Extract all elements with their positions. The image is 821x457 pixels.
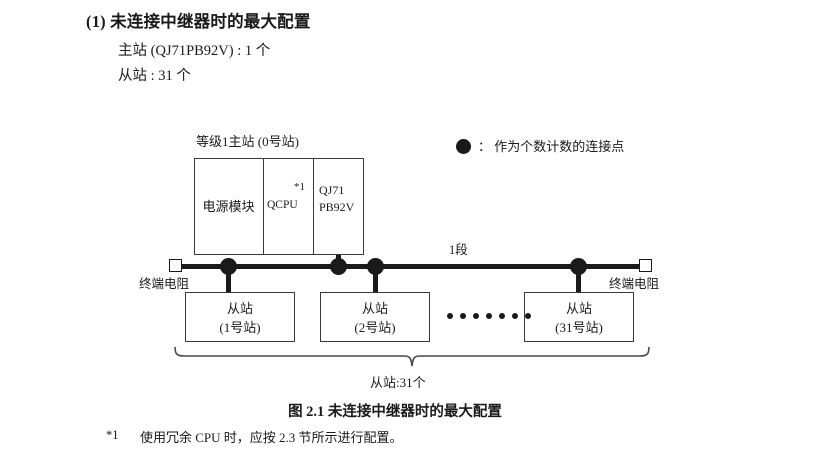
filled-circle-icon xyxy=(456,139,471,154)
ellipsis-dot xyxy=(486,313,492,319)
slave-station-number: (2号站) xyxy=(354,319,396,335)
slave-title: 从站 xyxy=(226,301,253,316)
rack-divider-2 xyxy=(313,158,314,255)
ellipsis-dot xyxy=(473,313,479,319)
ellipsis-dot xyxy=(499,313,505,319)
brace-label: 从站:31个 xyxy=(370,375,426,390)
legend-text: ： 作为个数计数的连接点 xyxy=(478,139,625,154)
slave-station-box: 从站 (31号站) xyxy=(524,292,634,342)
terminator-right-icon xyxy=(639,259,652,272)
figure-caption: 图 2.1 未连接中继器时的最大配置 xyxy=(288,404,502,420)
section-number: (1) xyxy=(86,12,106,31)
qcpu-module-label: QCPU xyxy=(267,199,298,211)
rack-divider-1 xyxy=(263,158,264,255)
terminator-right-label: 终端电阻 xyxy=(609,277,660,291)
slave-station-box: 从站 (1号站) xyxy=(185,292,295,342)
slave-title: 从站 xyxy=(361,301,388,316)
slave-station-number: (31号站) xyxy=(555,319,603,335)
spec-slave-line: 从站 : 31 个 xyxy=(118,68,191,84)
segment-label: 1段 xyxy=(449,243,468,257)
network-module-line1: QJ71 xyxy=(319,183,345,197)
spec-master-line: 主站 (QJ71PB92V) : 1 个 xyxy=(118,43,271,59)
slave-count-brace xyxy=(174,346,650,367)
ellipsis-dot xyxy=(512,313,518,319)
slave-title: 从站 xyxy=(565,301,592,316)
slave-drop-stub xyxy=(373,266,378,293)
connection-node xyxy=(330,258,347,275)
terminator-left-label: 终端电阻 xyxy=(139,277,190,291)
ellipsis-dots xyxy=(447,313,531,319)
slave-station-number: (1号站) xyxy=(219,319,261,335)
section-heading: (1) 未连接中继器时的最大配置 xyxy=(86,8,311,32)
network-module-label: QJ71 PB92V xyxy=(316,182,367,217)
slave-drop-stub xyxy=(576,266,581,293)
master-rack-outline xyxy=(194,158,364,255)
trunk-bus-line xyxy=(178,264,644,269)
ellipsis-dot xyxy=(460,313,466,319)
footnote-text: 使用冗余 CPU 时，应按 2.3 节所示进行配置。 xyxy=(140,430,403,445)
rack-title-label: 等级1主站 (0号站) xyxy=(196,134,299,149)
qcpu-footnote-marker: *1 xyxy=(294,181,305,193)
slave-drop-stub xyxy=(226,266,231,293)
slave-station-box: 从站 (2号站) xyxy=(320,292,430,342)
footnote-marker: *1 xyxy=(106,428,119,442)
ellipsis-dot xyxy=(525,313,531,319)
power-module-label: 电源模块 xyxy=(202,199,255,214)
terminator-left-icon xyxy=(169,259,182,272)
network-module-line2: PB92V xyxy=(319,200,355,215)
section-title: 未连接中继器时的最大配置 xyxy=(110,12,311,31)
ellipsis-dot xyxy=(447,313,453,319)
